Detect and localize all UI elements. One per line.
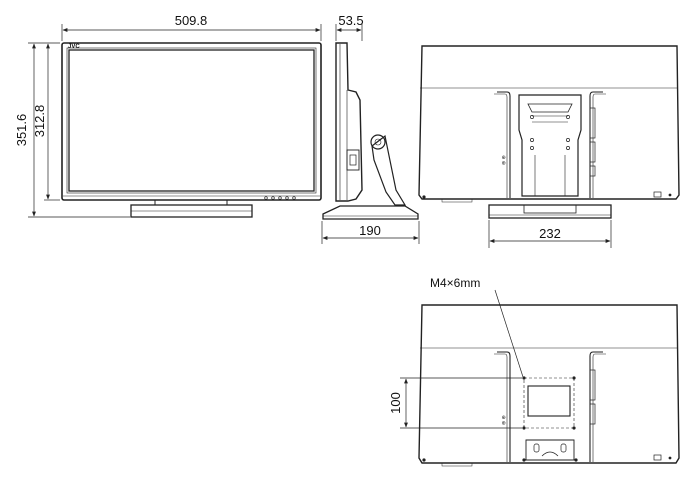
vesa-cable-holder — [525, 439, 575, 461]
rear-dimensions — [488, 220, 612, 248]
rear-cabinet — [418, 45, 680, 200]
front-dimensions — [28, 24, 322, 218]
stand-width-dimension-label: 232 — [539, 226, 561, 241]
screen-height-dimension-label: 312.8 — [32, 105, 47, 138]
front-brand-logo: JVC — [68, 44, 80, 50]
front-screen — [68, 49, 315, 192]
rear-vertical-marking: ⊕ ⊕ — [500, 155, 506, 165]
vesa-dimensions — [400, 377, 522, 429]
vesa-hole-pattern — [523, 377, 575, 429]
side-power-connector — [346, 149, 360, 171]
screw-spec-label: M4×6mm — [430, 276, 480, 290]
side-panel — [335, 42, 363, 202]
vesa-dimension-label: 100 — [388, 392, 403, 414]
front-bezel — [61, 42, 322, 201]
front-view — [61, 42, 322, 218]
rear-vesa-view — [418, 289, 680, 467]
overall-height-dimension-label: 351.6 — [14, 114, 29, 147]
side-stand-base — [322, 205, 419, 220]
rear-stand-base — [488, 204, 612, 219]
vesa-vertical-marking: ⊕ ⊕ — [500, 415, 506, 425]
rear-stand-neck — [518, 94, 582, 197]
vesa-plate — [527, 385, 571, 417]
screw-leader-line — [494, 289, 524, 378]
depth-dimension-label: 53.5 — [338, 13, 363, 28]
vesa-rear-cabinet — [418, 304, 680, 464]
stand-depth-dimension-label: 190 — [359, 223, 381, 238]
front-control-buttons — [264, 196, 296, 200]
side-stand-hinge — [370, 134, 386, 150]
front-screen-inner-frame — [66, 47, 317, 194]
width-dimension-label: 509.8 — [175, 13, 208, 28]
side-view — [322, 42, 419, 220]
side-dimensions — [321, 24, 420, 244]
side-stand-neck — [371, 134, 407, 206]
rear-view — [418, 45, 680, 219]
rear-ports-right — [589, 107, 596, 139]
